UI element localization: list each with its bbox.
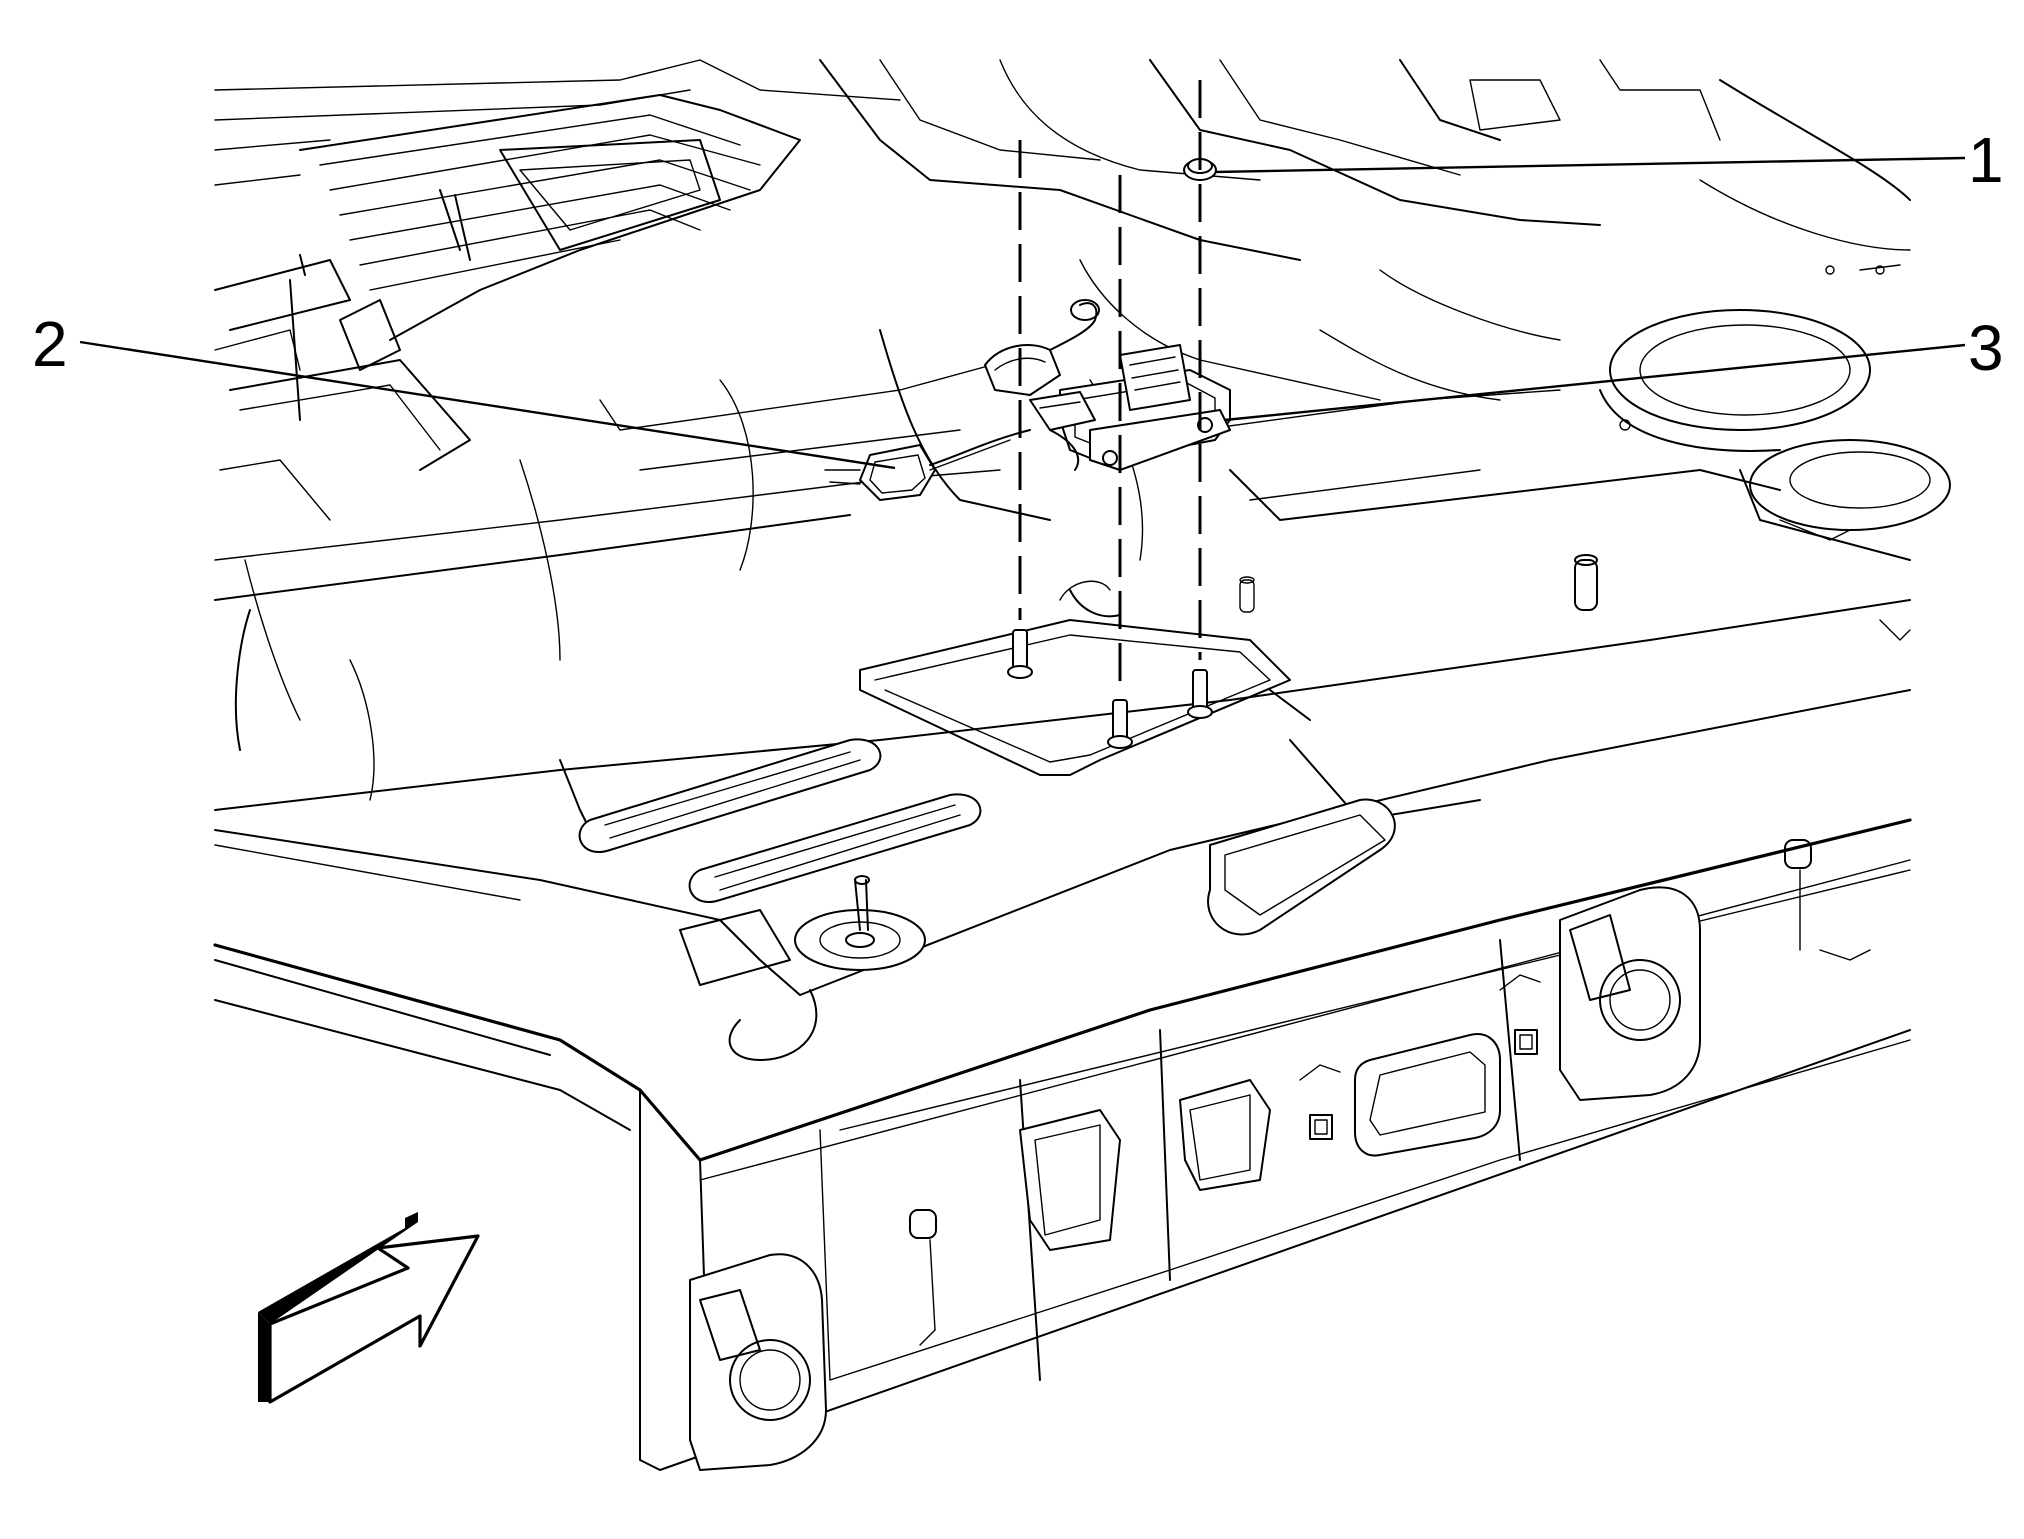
upper-interior-panels bbox=[214, 59, 1911, 275]
installation-centerlines bbox=[1018, 80, 1202, 690]
tie-down-anchor bbox=[679, 875, 926, 1061]
module-connector bbox=[824, 299, 1100, 501]
callout-3: 3 bbox=[1968, 312, 2004, 384]
callout-2: 2 bbox=[32, 308, 68, 380]
callout-1: 1 bbox=[1968, 124, 2004, 196]
wire-harness-tunnel bbox=[214, 94, 801, 521]
direction-arrow-icon bbox=[258, 1212, 480, 1404]
mounting-studs bbox=[1007, 629, 1213, 749]
floor-slots bbox=[578, 738, 1396, 936]
floor-contours bbox=[214, 259, 1781, 801]
rear-sill-panel bbox=[639, 839, 1911, 1471]
module-recess bbox=[859, 580, 1291, 776]
callout-leaders bbox=[79, 156, 1966, 470]
module-bracket bbox=[1059, 344, 1231, 471]
spare-tire-well bbox=[1239, 309, 1951, 641]
